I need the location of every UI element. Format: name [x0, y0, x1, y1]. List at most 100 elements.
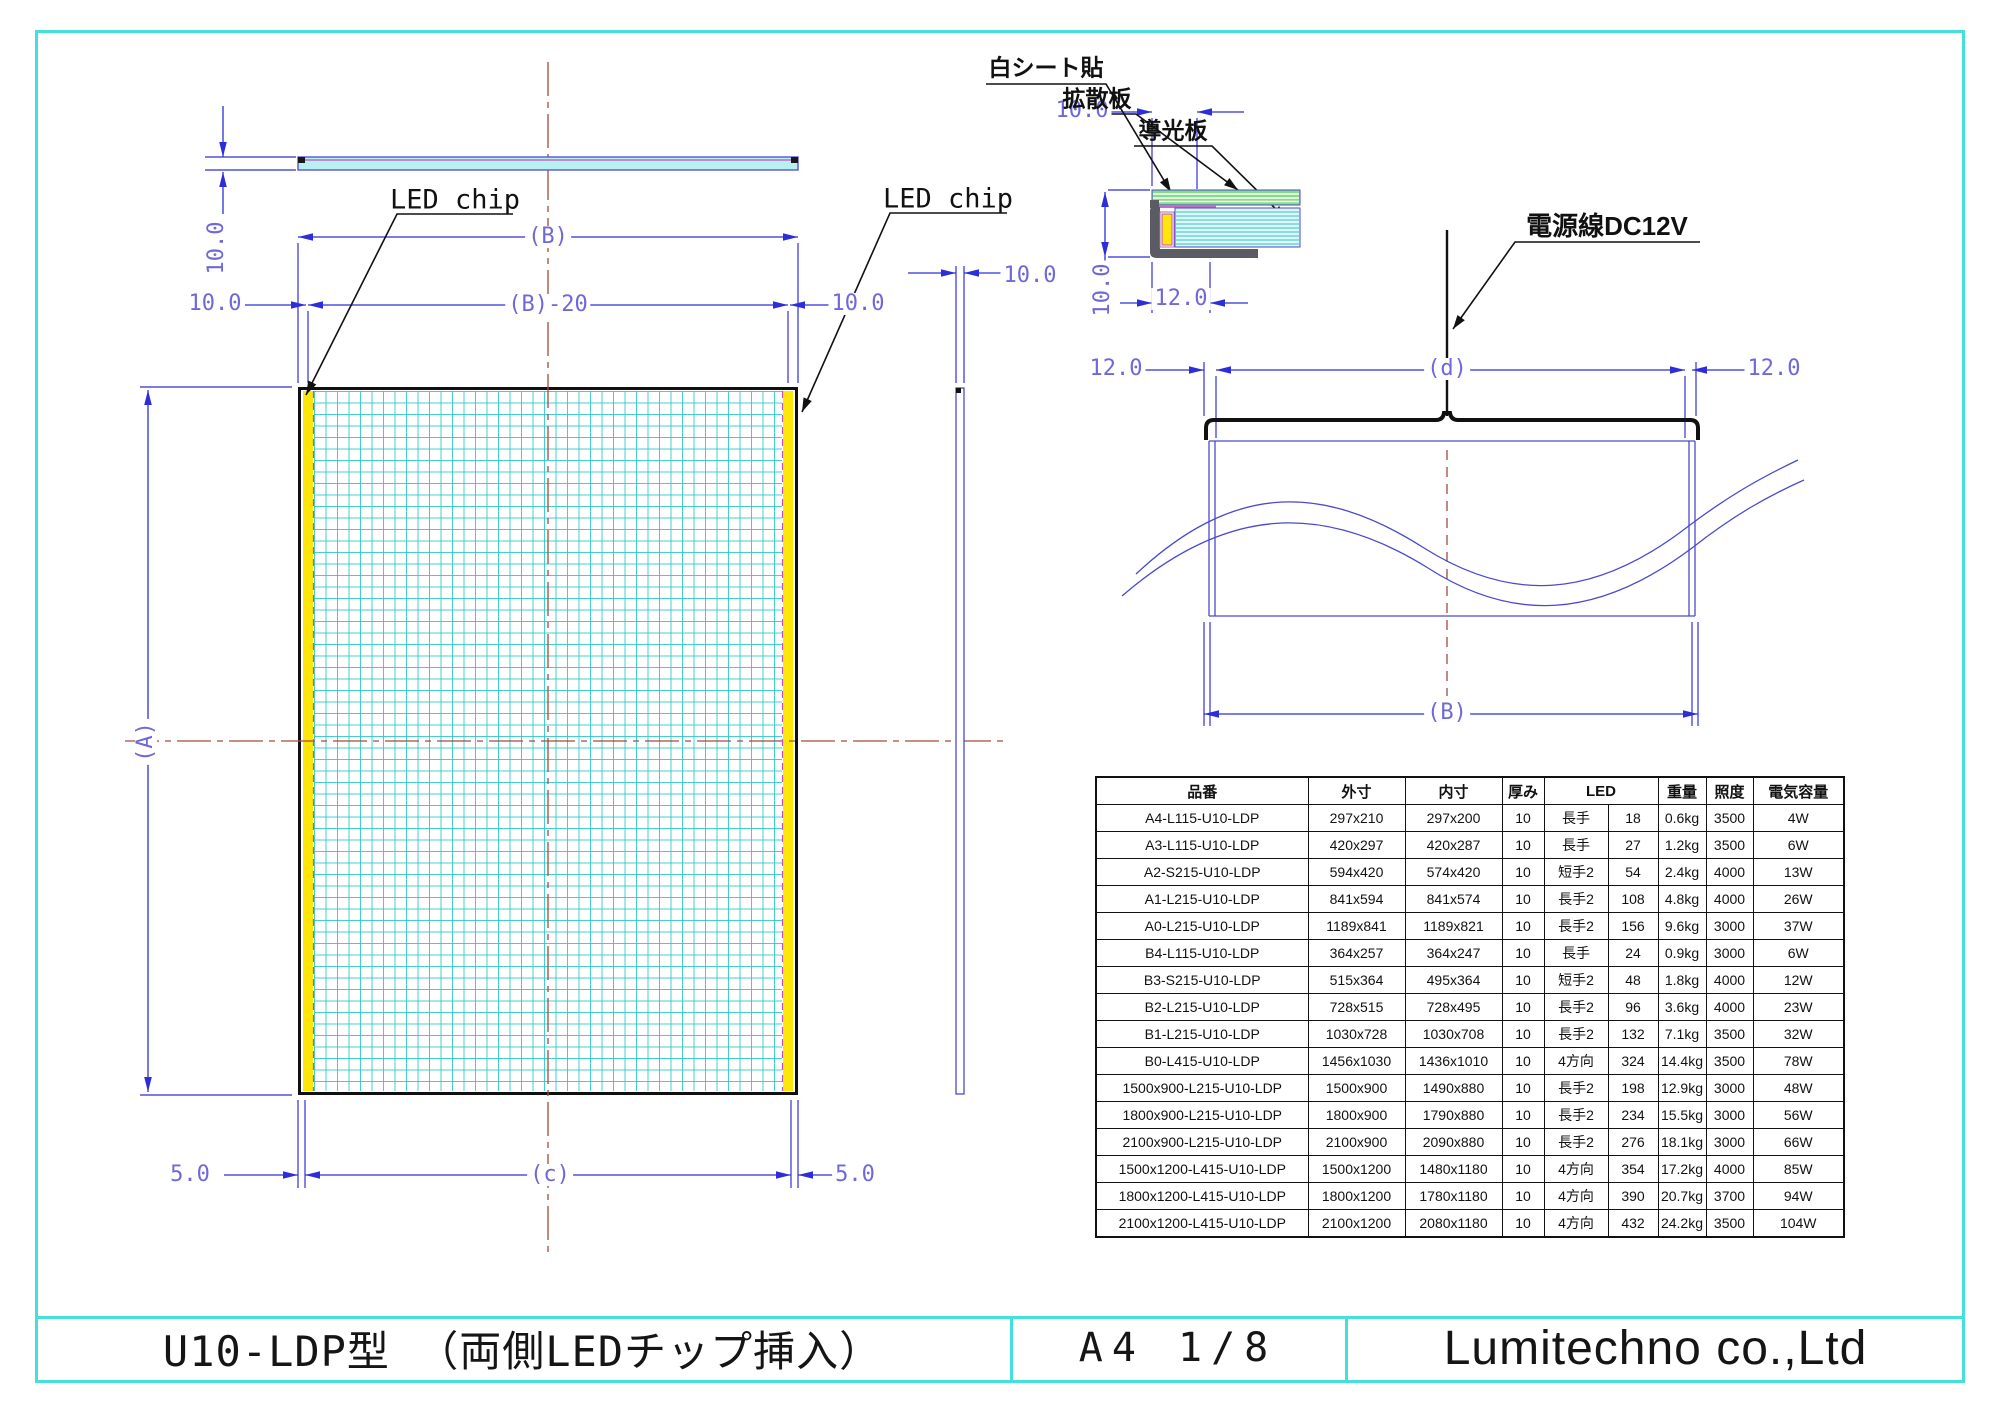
- table-cell: 10: [1501, 966, 1545, 994]
- table-cell: 2090x880: [1404, 1128, 1503, 1156]
- table-cell: 66W: [1752, 1128, 1845, 1156]
- dim-10-left-inset: 10.0: [185, 293, 245, 315]
- table-cell: 10: [1501, 858, 1545, 886]
- sheet-border: [35, 30, 1965, 1383]
- table-cell: 432: [1607, 1209, 1659, 1238]
- table-cell: 515x364: [1307, 966, 1406, 994]
- table-cell: 94W: [1752, 1182, 1845, 1210]
- table-cell: 27: [1607, 831, 1659, 859]
- table-cell: 1800x1200-L415-U10-LDP: [1095, 1182, 1309, 1210]
- table-cell: 841x574: [1404, 885, 1503, 913]
- table-cell: 10: [1501, 1074, 1545, 1102]
- table-cell: 23W: [1752, 993, 1845, 1021]
- table-cell: 24: [1607, 939, 1659, 967]
- table-cell: 48: [1607, 966, 1659, 994]
- table-cell: 1030x708: [1404, 1020, 1503, 1048]
- table-cell: 54: [1607, 858, 1659, 886]
- table-cell: 1456x1030: [1307, 1047, 1406, 1075]
- table-cell: 1790x880: [1404, 1101, 1503, 1129]
- drawing-title: U10-LDP型 （両側LEDチップ挿入）: [162, 1326, 883, 1376]
- table-cell: 15.5kg: [1657, 1101, 1707, 1129]
- col-power: 電気容量: [1752, 776, 1845, 805]
- table-cell: 1500x1200: [1307, 1155, 1406, 1183]
- table-cell: 10: [1501, 804, 1545, 832]
- table-cell: 10: [1501, 1047, 1545, 1075]
- white-sheet-label: 白シート貼: [988, 54, 1104, 81]
- table-cell: 10: [1501, 1209, 1545, 1238]
- table-cell: 3500: [1705, 1020, 1754, 1048]
- table-cell: 3700: [1705, 1182, 1754, 1210]
- table-cell: 78W: [1752, 1047, 1845, 1075]
- table-cell: 48W: [1752, 1074, 1845, 1102]
- table-cell: 1189x821: [1404, 912, 1503, 940]
- table-cell: 96: [1607, 993, 1659, 1021]
- table-cell: A3-L115-U10-LDP: [1095, 831, 1309, 859]
- table-cell: 420x287: [1404, 831, 1503, 859]
- dim-B-minus-20: (B)-20: [505, 294, 591, 316]
- table-cell: 長手: [1543, 804, 1609, 832]
- table-cell: 10: [1501, 1182, 1545, 1210]
- table-cell: 3000: [1705, 1101, 1754, 1129]
- dim-d-width: (d): [1424, 358, 1470, 380]
- spec-table: 品番 外寸 内寸 厚み LED 重量 照度 電気容量 A4-L115-U10-L…: [1095, 776, 1845, 1238]
- table-cell: 297x200: [1404, 804, 1503, 832]
- table-cell: 1480x1180: [1404, 1155, 1503, 1183]
- table-cell: 32W: [1752, 1020, 1845, 1048]
- dim-B-width: (B): [525, 226, 571, 248]
- col-part-number: 品番: [1095, 776, 1309, 805]
- table-cell: 10: [1501, 1020, 1545, 1048]
- table-cell: 20.7kg: [1657, 1182, 1707, 1210]
- table-cell: 4W: [1752, 804, 1845, 832]
- col-weight: 重量: [1657, 776, 1707, 805]
- table-cell: B0-L415-U10-LDP: [1095, 1047, 1309, 1075]
- table-header-row: 品番 外寸 内寸 厚み LED 重量 照度 電気容量: [1095, 776, 1845, 805]
- col-illuminance: 照度: [1705, 776, 1754, 805]
- table-cell: 長手2: [1543, 912, 1609, 940]
- table-cell: 長手2: [1543, 1020, 1609, 1048]
- table-cell: 4000: [1705, 1155, 1754, 1183]
- table-cell: 594x420: [1307, 858, 1406, 886]
- table-cell: 長手2: [1543, 885, 1609, 913]
- table-cell: 2100x900: [1307, 1128, 1406, 1156]
- table-cell: 2100x1200-L415-U10-LDP: [1095, 1209, 1309, 1238]
- table-cell: 364x247: [1404, 939, 1503, 967]
- table-cell: 10: [1501, 1128, 1545, 1156]
- table-cell: 3500: [1705, 1047, 1754, 1075]
- table-cell: 7.1kg: [1657, 1020, 1707, 1048]
- table-cell: 3.6kg: [1657, 993, 1707, 1021]
- table-cell: 276: [1607, 1128, 1659, 1156]
- table-cell: 24.2kg: [1657, 1209, 1707, 1238]
- dim-10-side-view: 10.0: [1000, 265, 1060, 287]
- dim-12-section: 12.0: [1151, 288, 1211, 310]
- table-cell: A0-L215-U10-LDP: [1095, 912, 1309, 940]
- company-name: Lumitechno co.,Ltd: [1443, 1321, 1868, 1375]
- col-inner-dim: 内寸: [1404, 776, 1503, 805]
- table-cell: 6W: [1752, 831, 1845, 859]
- table-cell: 1800x900: [1307, 1101, 1406, 1129]
- table-cell: 3000: [1705, 912, 1754, 940]
- table-cell: 10: [1501, 993, 1545, 1021]
- table-cell: 3500: [1705, 804, 1754, 832]
- table-cell: 234: [1607, 1101, 1659, 1129]
- table-cell: 13W: [1752, 858, 1845, 886]
- table-cell: 390: [1607, 1182, 1659, 1210]
- table-cell: 3000: [1705, 1128, 1754, 1156]
- table-cell: 1030x728: [1307, 1020, 1406, 1048]
- table-cell: 420x297: [1307, 831, 1406, 859]
- table-cell: 6W: [1752, 939, 1845, 967]
- table-cell: 3000: [1705, 1074, 1754, 1102]
- table-cell: 156: [1607, 912, 1659, 940]
- table-cell: 長手2: [1543, 993, 1609, 1021]
- table-cell: 短手2: [1543, 858, 1609, 886]
- table-cell: 4方向: [1543, 1209, 1609, 1238]
- table-cell: 18.1kg: [1657, 1128, 1707, 1156]
- table-cell: 841x594: [1307, 885, 1406, 913]
- dim-10-edge-thickness: 10.0: [204, 218, 229, 278]
- dim-5-left: 5.0: [167, 1164, 213, 1186]
